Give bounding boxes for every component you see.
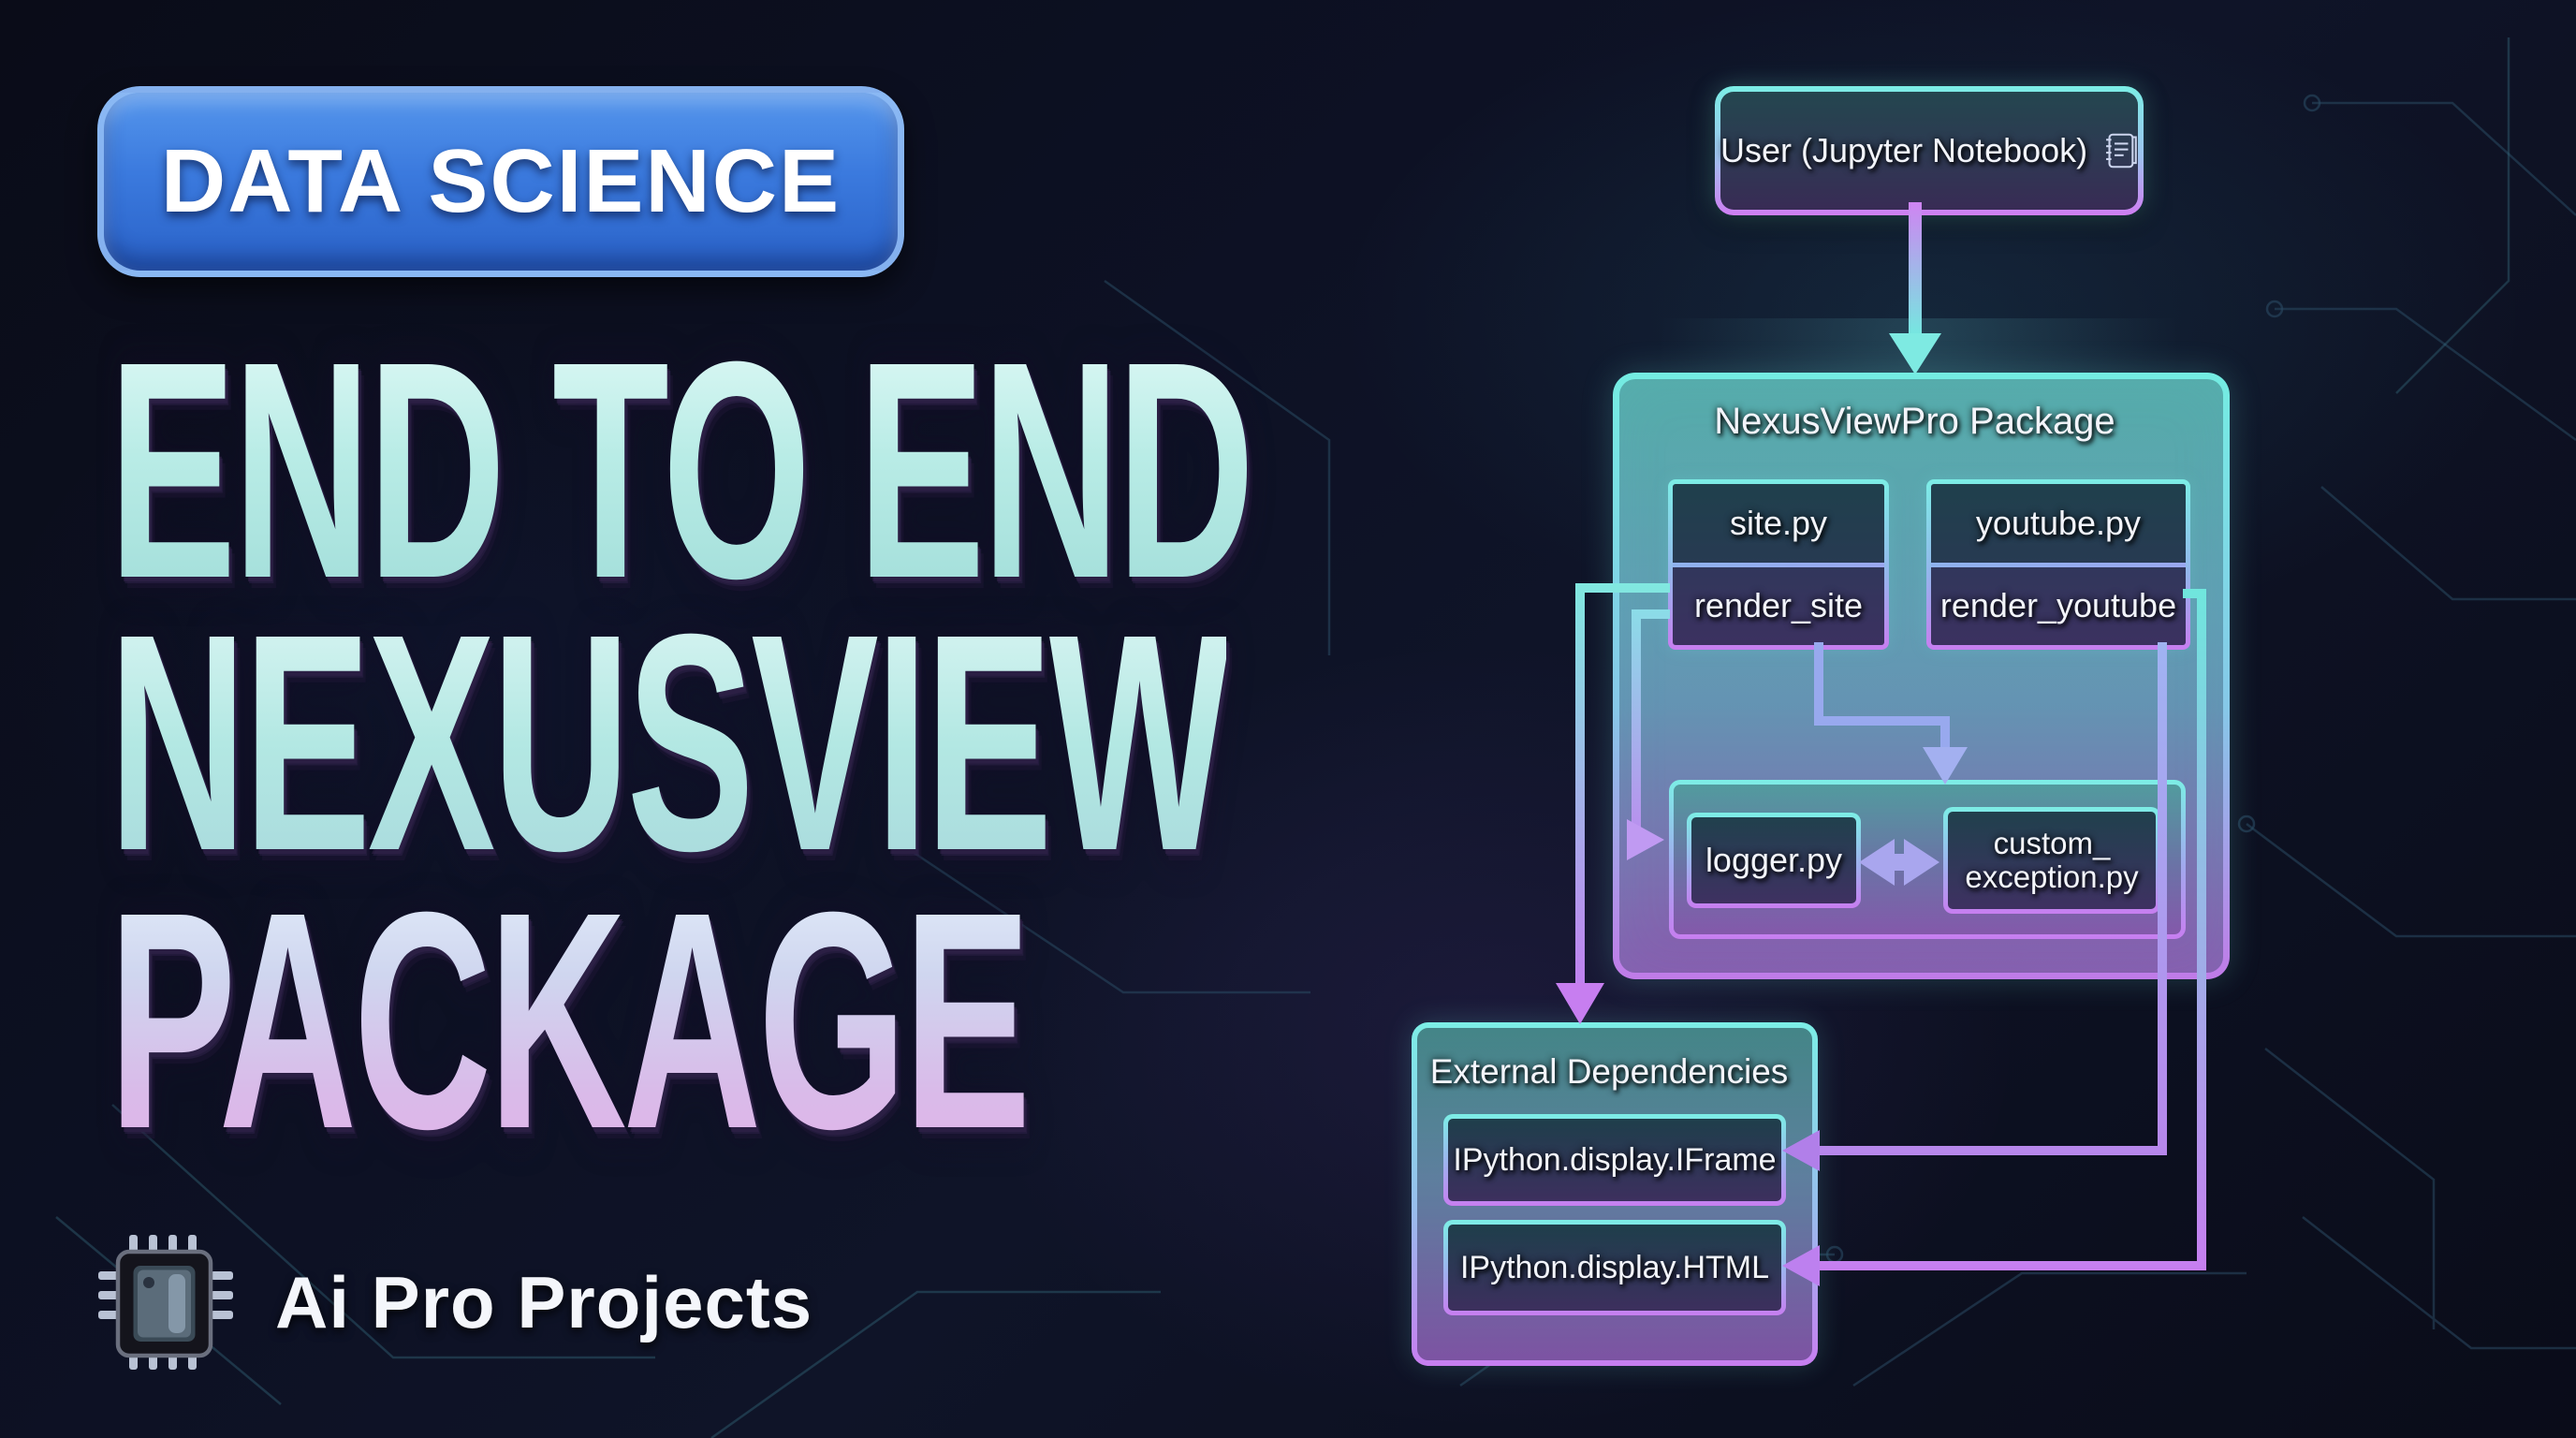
site-py-label: site.py: [1729, 503, 1828, 542]
logger-box: logger.py: [1687, 813, 1861, 908]
youtube-py-label: youtube.py: [1975, 503, 2142, 542]
module-divider: [1931, 562, 2186, 567]
title-line-1: END TO END: [109, 297, 1255, 642]
brand: Ai Pro Projects: [95, 1232, 812, 1372]
logger-py-label: logger.py: [1705, 841, 1843, 879]
render-site-label: render_site: [1693, 586, 1864, 625]
chip-icon: [98, 1235, 233, 1370]
render-youtube-label: render_youtube: [1939, 586, 2177, 625]
user-box-label: User (Jupyter Notebook): [1720, 131, 2088, 169]
module-site: site.py render_site: [1668, 479, 1889, 650]
module-youtube-file-cell: youtube.py: [1931, 484, 2186, 563]
badge-label: DATA SCIENCE: [160, 131, 842, 231]
ipython-iframe-label: IPython.display.IFrame: [1453, 1141, 1777, 1178]
module-youtube: youtube.py render_youtube: [1926, 479, 2190, 650]
ipython-html-label: IPython.display.HTML: [1459, 1249, 1770, 1285]
brand-name: Ai Pro Projects: [275, 1260, 813, 1343]
title-line-3: PACKAGE: [109, 847, 1032, 1193]
custom-exception-line1: custom_: [1993, 825, 2111, 860]
data-science-badge: DATA SCIENCE: [97, 86, 904, 277]
package-title: NexusViewPro Package: [1714, 401, 2115, 442]
module-divider: [1673, 562, 1884, 567]
external-dependencies-title: External Dependencies: [1429, 1052, 1789, 1091]
module-youtube-function-cell: render_youtube: [1931, 566, 2186, 645]
ipython-iframe-box: IPython.display.IFrame: [1443, 1114, 1786, 1206]
user-jupyter-box: User (Jupyter Notebook): [1715, 86, 2144, 215]
notebook-icon: [2106, 133, 2137, 169]
module-site-function-cell: render_site: [1673, 566, 1884, 645]
ipython-html-box: IPython.display.HTML: [1443, 1220, 1786, 1315]
custom-exception-box: custom_ exception.py: [1943, 807, 2160, 914]
custom-exception-line2: exception.py: [1965, 859, 2139, 894]
title-line-2: NEXUSVIEW: [109, 569, 1230, 915]
module-site-file-cell: site.py: [1673, 484, 1884, 563]
